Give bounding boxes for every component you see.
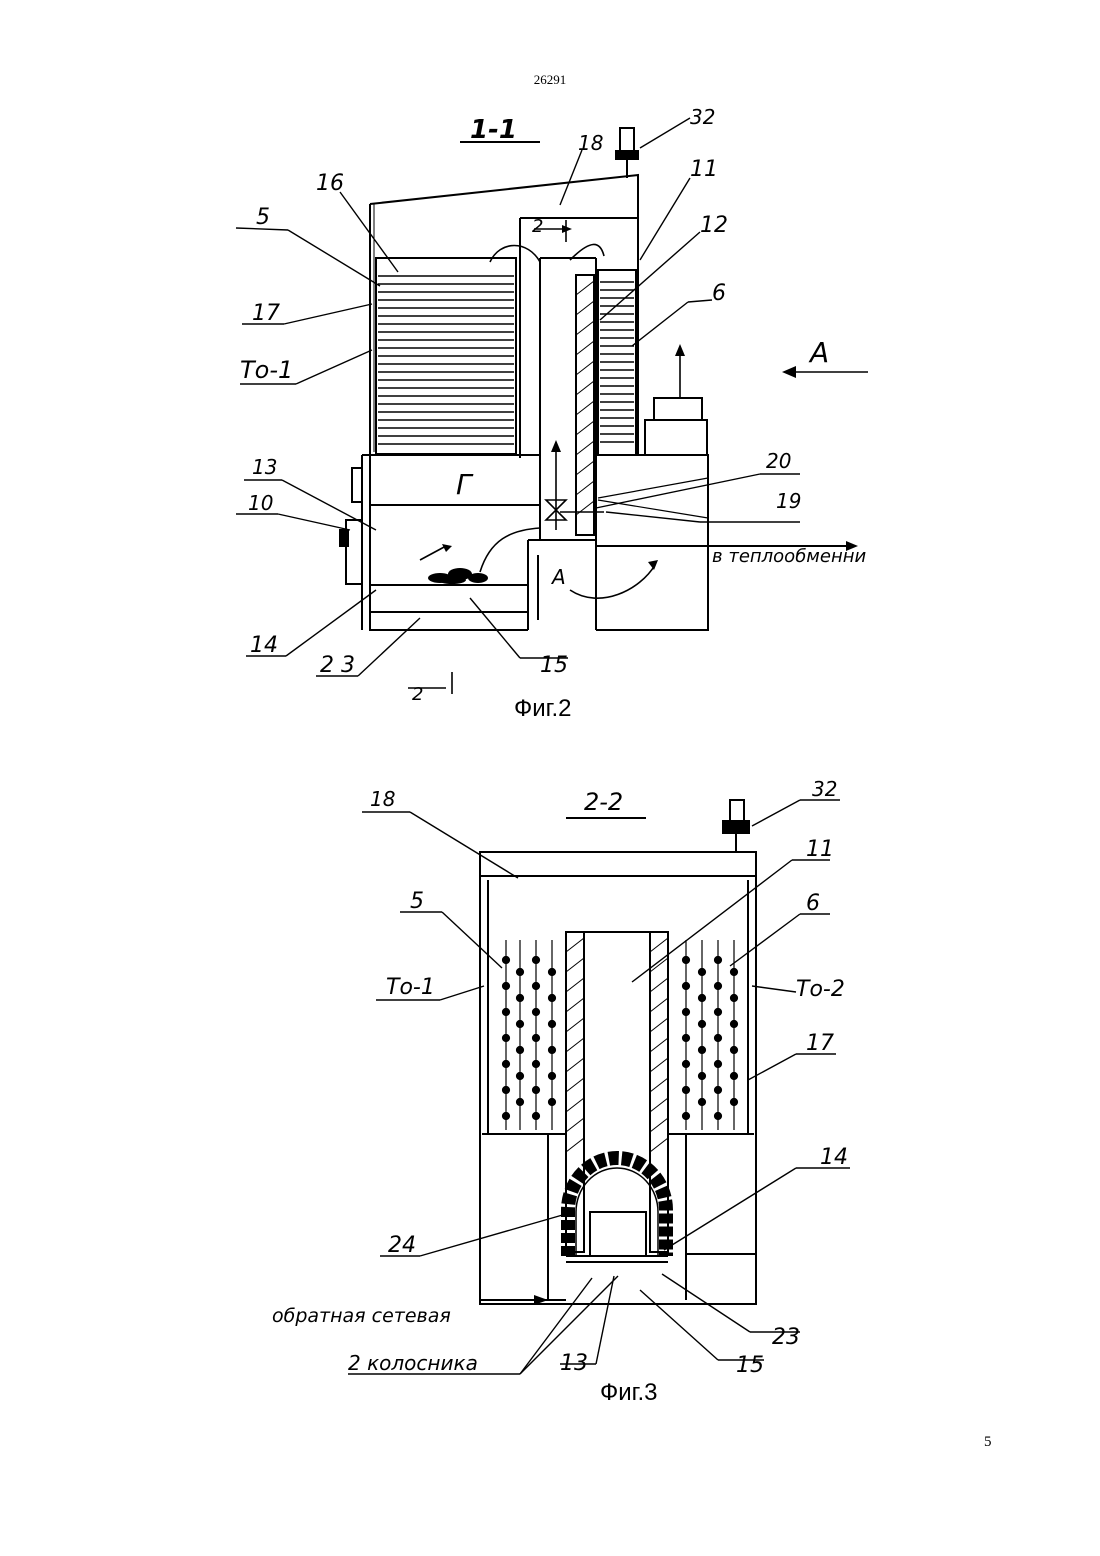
- fig3-callout-17: 17: [806, 1031, 834, 1056]
- figure-2-drawing: 1-1: [0, 0, 1100, 760]
- fig3-grates-label: 2 колосника: [348, 1351, 478, 1375]
- fig3-caption: Фиг.3: [600, 1379, 658, 1406]
- figure-3-drawing: 2-2: [0, 740, 1100, 1420]
- fig2-callout-12: 12: [700, 213, 728, 238]
- fig2-callout-32: 32: [690, 105, 715, 129]
- fig2-flow-label: в теплообменни: [712, 546, 866, 567]
- fig2-cut-label-top: 2: [532, 216, 543, 237]
- fig3-callout-23: 23: [772, 1325, 800, 1350]
- fig2-callout-15: 15: [540, 653, 568, 678]
- fig3-callout-13: 13: [560, 1351, 588, 1376]
- page-number: 5: [984, 1434, 992, 1451]
- fig2-callout-5: 5: [256, 205, 270, 230]
- fig2-callout-16: 16: [316, 171, 344, 196]
- fig3-callout-15: 15: [736, 1353, 764, 1378]
- fig2-callout-18: 18: [578, 131, 603, 155]
- fig2-cut-label-bottom: 2: [412, 684, 423, 705]
- fig2-caption: Фиг.2: [514, 695, 572, 722]
- fig3-callout-14: 14: [820, 1145, 848, 1170]
- fig2-callout-to1: То-1: [240, 356, 293, 384]
- fig2-section-label: 1-1: [470, 115, 517, 145]
- fig2-view-arrow-label: A: [808, 336, 829, 369]
- fig2-callout-23: 2 3: [320, 653, 355, 678]
- fig3-callout-to1: То-1: [386, 975, 435, 1000]
- fig3-callout-5: 5: [410, 889, 424, 914]
- fig3-callout-32: 32: [812, 777, 837, 801]
- fig2-fins-right: [600, 282, 634, 442]
- fig3-section-label: 2-2: [584, 788, 623, 816]
- fig3-return-label: обратная сетевая: [272, 1305, 451, 1327]
- fig3-callout-24: 24: [388, 1233, 416, 1258]
- fig2-callout-10: 10: [248, 491, 273, 515]
- fig2-callout-17: 17: [252, 301, 280, 326]
- fig2-callout-6: 6: [712, 281, 726, 306]
- fig2-callout-11: 11: [690, 157, 718, 182]
- fig2-chamber-letter: Г: [456, 468, 474, 501]
- fig3-callout-18: 18: [370, 787, 395, 811]
- fig2-callout-19: 19: [776, 489, 801, 513]
- fig3-callout-11: 11: [806, 837, 834, 862]
- fig2-lower-chamber-letter: А: [550, 565, 566, 589]
- fig2-callout-13: 13: [252, 455, 277, 479]
- fig2-callout-20: 20: [766, 449, 791, 473]
- fig2-callout-14: 14: [250, 633, 278, 658]
- fig3-callout-6: 6: [806, 891, 820, 916]
- fig3-callout-to2: То-2: [796, 977, 845, 1002]
